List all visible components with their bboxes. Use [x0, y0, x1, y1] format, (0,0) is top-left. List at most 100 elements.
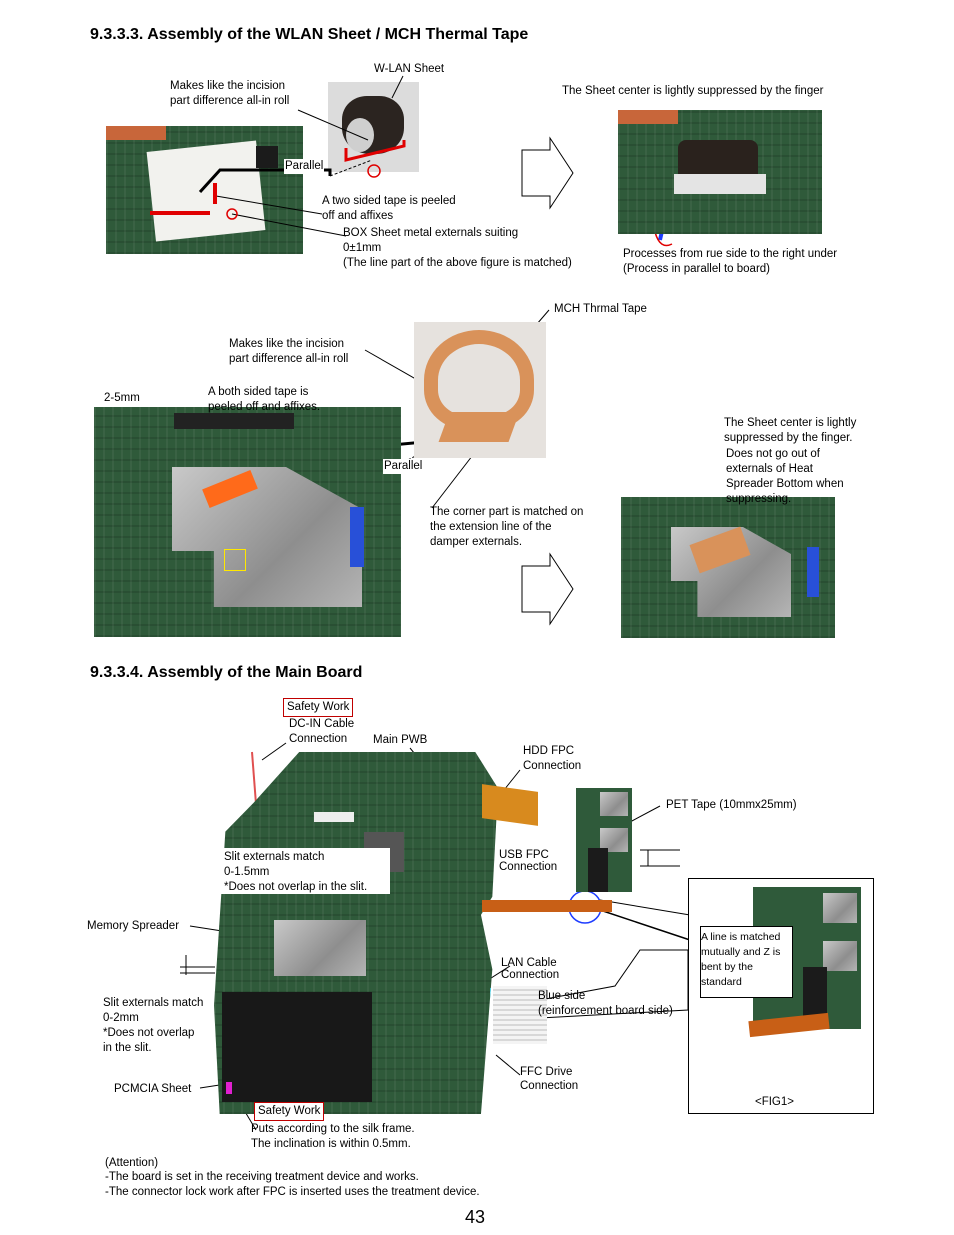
blue-connector: [807, 547, 819, 597]
process-note: Processes from rue side to the right und…: [623, 248, 838, 260]
both-sided-note: peeled off and affixes.: [208, 401, 321, 413]
parallel-label: Parallel: [284, 159, 325, 174]
fig1-note: bent by the: [701, 961, 753, 973]
range-label: 2-5mm: [104, 392, 140, 404]
box-sheet-note: BOX Sheet metal externals suiting: [343, 227, 519, 239]
leader-line: [487, 965, 511, 981]
callout-line: [599, 909, 691, 941]
wlan-board-photo: [106, 126, 303, 254]
sheet-label: [674, 174, 766, 194]
flex-cable: [618, 110, 678, 124]
roll-inner: [346, 118, 374, 152]
guide-line: [198, 168, 332, 194]
slit-note-2: Slit externals match: [103, 997, 204, 1009]
main-board-photo: [214, 752, 498, 1114]
ffc-label: FFC Drive: [520, 1066, 573, 1078]
slit-note-background: [220, 848, 390, 894]
pcmcia-label: PCMCIA Sheet: [114, 1083, 192, 1095]
slit-note-1: *Does not overlap in the slit.: [224, 881, 368, 893]
wlan-sheet-photo: [328, 82, 419, 172]
component: [256, 146, 278, 168]
two-sided-note: A two sided tape is peeled: [322, 195, 456, 207]
attention-line: -The board is set in the receiving treat…: [105, 1171, 419, 1183]
mch-tape-label: MCH Thrmal Tape: [554, 303, 647, 315]
ffc-label: Connection: [520, 1080, 579, 1092]
silk-note: Puts according to the silk frame.: [251, 1123, 415, 1135]
attention-line: -The connector lock work after FPC is in…: [105, 1186, 480, 1198]
center-note: Does not go out of: [726, 448, 820, 460]
slit-note-2: in the slit.: [103, 1042, 152, 1054]
mch-tape-tail: [438, 412, 520, 442]
main-pwb-label: Main PWB: [373, 734, 428, 746]
fig1-note: A line is matched: [701, 931, 781, 943]
memory-spreader-label: Memory Spreader: [87, 920, 180, 932]
memory-spreader-plate: [274, 920, 366, 976]
both-sided-note: A both sided tape is: [208, 386, 309, 398]
blue-side-label: Blue side: [538, 990, 586, 1002]
slit-note-2: 0-2mm: [103, 1012, 139, 1024]
pet-tape: [588, 848, 608, 892]
blue-side-label: (reinforcement board side): [538, 1005, 673, 1017]
center-note: Spreader Bottom when: [726, 478, 844, 490]
usb-port: [823, 941, 857, 971]
attention-title: (Attention): [105, 1157, 159, 1169]
ffc-cable: [493, 986, 547, 1044]
usb-fpc-label: USB FPC: [499, 849, 549, 861]
parallel-label: Parallel: [383, 459, 424, 474]
section-heading-main-board: 9.3.3.4. Assembly of the Main Board: [90, 664, 363, 681]
incision-note: Makes like the incision: [229, 338, 345, 350]
hdd-label: HDD FPC: [523, 745, 575, 757]
section-heading-wlan: 9.3.3.3. Assembly of the WLAN Sheet / MC…: [90, 26, 529, 43]
leader-line: [391, 75, 404, 99]
mch-tape-photo: [414, 322, 546, 458]
center-note: externals of Heat: [726, 463, 813, 475]
slit-note-2: *Does not overlap: [103, 1027, 195, 1039]
dcin-label: Connection: [289, 733, 348, 745]
fig1-caption: <FIG1>: [755, 1096, 794, 1108]
center-note: The Sheet center is lightly: [724, 417, 857, 429]
red-arrow: [654, 231, 673, 247]
red-circle: [226, 208, 238, 220]
wlan-sheet-label: W-LAN Sheet: [374, 63, 445, 75]
slit-note-1: Slit externals match: [224, 851, 325, 863]
guide-line: [329, 159, 373, 177]
two-sided-note: off and affixes: [322, 210, 394, 222]
box-sheet-note: (The line part of the above figure is ma…: [343, 257, 572, 269]
wlan-pressed-photo: [618, 110, 822, 234]
yellow-marker: [224, 549, 246, 571]
pcmcia-mark: [226, 1082, 232, 1094]
hdd-label: Connection: [523, 760, 582, 772]
fig1-note: standard: [701, 976, 742, 988]
incision-note: part difference all-in roll: [229, 353, 349, 365]
connector-strip: [174, 413, 294, 429]
leader-line: [261, 742, 287, 761]
red-mark: [344, 140, 406, 162]
red-circle: [367, 164, 381, 178]
blue-connector: [350, 507, 364, 567]
lan-label: Connection: [501, 969, 560, 981]
process-note: (Process in parallel to board): [623, 263, 771, 275]
fig1-note: mutually and Z is: [701, 946, 781, 958]
usb-board: [576, 788, 632, 892]
silk-note: The inclination is within 0.5mm.: [251, 1138, 411, 1150]
box-sheet-note: 0±1mm: [343, 242, 382, 254]
fig1-note-box: [700, 926, 793, 998]
usb-port: [600, 792, 628, 816]
center-note: suppressed by the finger.: [724, 432, 853, 444]
usb-port: [823, 893, 857, 923]
corner-note: The corner part is matched on: [430, 506, 584, 518]
dcin-label: DC-IN Cable: [289, 718, 355, 730]
safety-work-badge: Safety Work: [283, 698, 354, 717]
leader-line: [297, 109, 369, 141]
callout-line: [599, 899, 691, 916]
leader-line: [215, 195, 323, 215]
lan-label: LAN Cable: [501, 957, 557, 969]
page-number: 43: [465, 1207, 486, 1227]
leader-line: [629, 805, 661, 823]
arrow-right-2: [521, 552, 574, 626]
incision-note: Makes like the incision: [170, 80, 286, 92]
mch-board-photo: [94, 407, 401, 637]
sheet-center-note: The Sheet center is lightly suppressed b…: [562, 85, 824, 97]
usb-fpc: [482, 900, 612, 912]
usb-fpc-label: Connection: [499, 861, 558, 873]
